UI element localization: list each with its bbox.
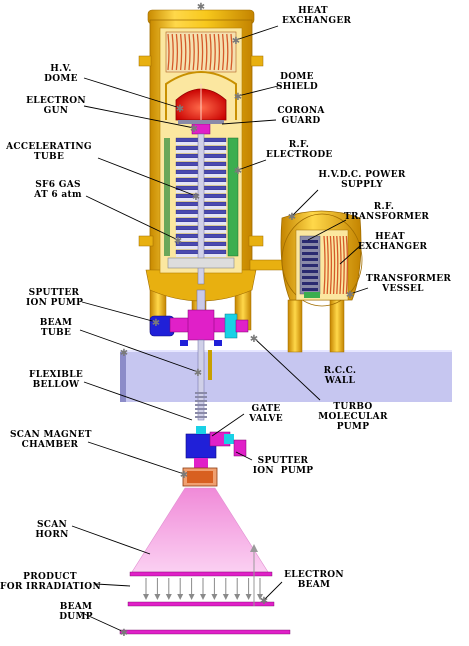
- rf-transformer: [299, 235, 321, 298]
- svg-text:✱: ✱: [190, 124, 198, 135]
- label-product-for-irradiation: PRODUCT FOR IRRADIATION: [0, 572, 101, 592]
- rf-electrode: [164, 137, 239, 257]
- scan-horn: [131, 487, 269, 573]
- corona-guard: [178, 120, 224, 124]
- label-electron-beam: ELECTRON BEAM: [284, 570, 344, 590]
- central-beam-tube: [197, 133, 205, 285]
- label-sf6-gas: SF6 GAS AT 6 atm: [34, 180, 82, 200]
- label-rcc-wall: R.C.C. WALL: [323, 366, 357, 386]
- label-sputter-ion-pump-upper: SPUTTER ION PUMP: [26, 288, 84, 308]
- rcc-wall: [120, 350, 452, 402]
- svg-text:✱: ✱: [180, 470, 188, 481]
- svg-text:✱: ✱: [288, 212, 296, 223]
- label-gate-valve: GATE VALVE: [249, 404, 283, 424]
- svg-text:✱: ✱: [197, 2, 205, 13]
- rail-arrow-icon: [250, 544, 258, 552]
- label-turbo-molecular-pump: TURBO MOLECULAR PUMP: [318, 402, 388, 432]
- svg-text:✱: ✱: [346, 290, 354, 301]
- svg-text:✱: ✱: [120, 348, 128, 359]
- label-heat-exchanger-side: HEAT EXCHANGER: [358, 232, 428, 252]
- product-for-irradiation: [127, 571, 275, 607]
- svg-text:✱: ✱: [174, 236, 182, 247]
- label-rf-electrode: R.F. ELECTRODE: [266, 140, 333, 160]
- hv-dome: [175, 84, 227, 121]
- svg-text:✱: ✱: [234, 92, 242, 103]
- label-hv-dome: H.V. DOME: [44, 64, 78, 84]
- svg-text:✱: ✱: [260, 596, 268, 607]
- label-corona-guard: CORONA GUARD: [277, 106, 325, 126]
- svg-text:✱: ✱: [194, 368, 202, 379]
- svg-text:✱: ✱: [232, 36, 240, 47]
- svg-text:✱: ✱: [176, 104, 184, 115]
- marker-stars: ✱ ✱ ✱ ✱ ✱ ✱ ✱ ✱ ✱ ✱ ✱ ✱ ✱ ✱ ✱ ✱ ✱: [120, 2, 354, 639]
- side-heat-exchanger-coil: [323, 235, 349, 295]
- top-heat-exchanger-coil: [165, 31, 237, 73]
- label-electron-gun: ELECTRON GUN: [26, 96, 86, 116]
- label-heat-exchanger-top: HEAT EXCHANGER: [282, 6, 352, 26]
- label-transformer-vessel: TRANSFORMER VESSEL: [366, 274, 452, 294]
- svg-text:✱: ✱: [234, 166, 242, 177]
- label-beam-tube: BEAM TUBE: [39, 318, 73, 338]
- beam-support: [208, 350, 212, 380]
- label-hvdc-power-supply: H.V.D.C. POWER SUPPLY: [318, 170, 406, 190]
- label-rf-transformer: R.F. TRANSFORMER: [344, 202, 430, 222]
- scan-magnet-chamber: [182, 467, 218, 487]
- svg-text:✱: ✱: [192, 192, 200, 203]
- svg-text:✱: ✱: [120, 628, 128, 639]
- svg-text:✱: ✱: [250, 334, 258, 345]
- label-scan-horn: SCAN HORN: [35, 520, 69, 540]
- label-scan-magnet-chamber: SCAN MAGNET CHAMBER: [10, 430, 92, 450]
- label-beam-dump: BEAM DUMP: [59, 602, 93, 622]
- label-accelerating-tube: ACCELERATING TUBE: [6, 142, 92, 162]
- electron-beam: [143, 578, 263, 600]
- label-flexible-bellow: FLEXIBLE BELLOW: [29, 370, 83, 390]
- leader-lines: [71, 25, 369, 633]
- upper-pump-assembly: [149, 309, 249, 346]
- beam-tube-through-wall: [197, 339, 205, 421]
- flexible-bellow: [195, 392, 207, 418]
- dome-shield: [165, 71, 237, 120]
- label-sputter-ion-pump-lower: SPUTTER ION PUMP: [252, 456, 314, 476]
- svg-text:✱: ✱: [152, 318, 160, 329]
- label-dome-shield: DOME SHIELD: [275, 72, 318, 92]
- lower-pump-assembly: [185, 426, 247, 468]
- vessel-bottom-plate: [167, 257, 235, 269]
- beam-dump: [119, 629, 291, 635]
